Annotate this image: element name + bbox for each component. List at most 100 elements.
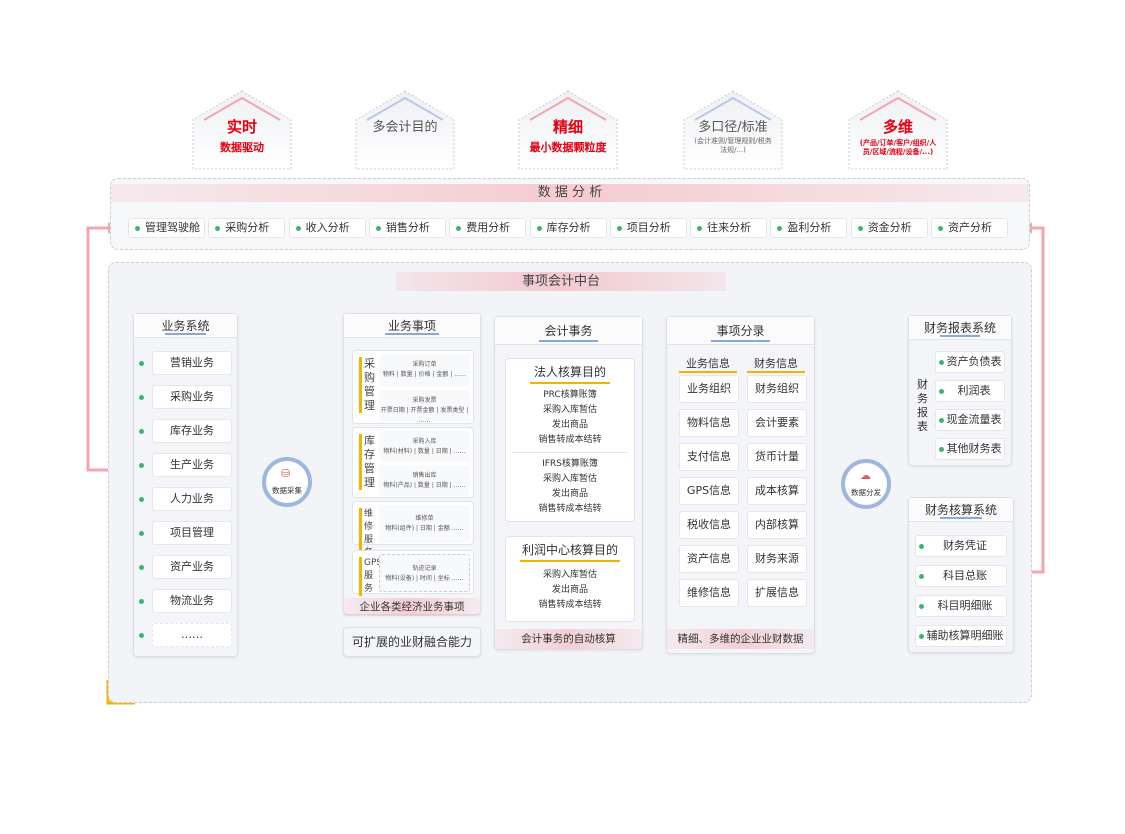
analysis-item[interactable]: 资产分析 — [931, 218, 1008, 238]
accounting-column: 会计事务 法人核算目的 PRC核算账簿采购入库暂估发出商品销售转成本结转 IFR… — [494, 316, 643, 650]
analysis-item-label: 项目分析 — [626, 221, 671, 234]
entry-item-left[interactable]: 资产信息 — [679, 545, 739, 573]
entry-item-left[interactable]: 物料信息 — [679, 409, 739, 437]
event-group-label: 采购管理 — [359, 357, 375, 413]
bullet-icon — [939, 418, 944, 423]
event-sub-item[interactable]: 销售出库物料(产品) | 数量 | 日期 | …… — [379, 465, 470, 496]
feature-hexagon: 精细最小数据颗粒度 — [518, 90, 618, 170]
entry-item-right[interactable]: 扩展信息 — [747, 579, 807, 607]
legal-entity-box: 法人核算目的 PRC核算账簿采购入库暂估发出商品销售转成本结转 IFRS核算账簿… — [505, 358, 635, 522]
entry-item-left[interactable]: 维修信息 — [679, 579, 739, 607]
entry-item-right[interactable]: 内部核算 — [747, 511, 807, 539]
data-analysis-title: 数 据 分 析 — [111, 184, 1029, 202]
analysis-item-label: 资金分析 — [867, 221, 912, 234]
event-name: 采购入库 — [412, 437, 437, 445]
analysis-item[interactable]: 管理驾驶舱 — [128, 218, 205, 238]
business-system-item[interactable]: 物流业务 — [152, 589, 232, 613]
bullet-icon — [939, 447, 944, 452]
event-name: 维修单 — [415, 515, 434, 522]
report-item-label: 科目总账 — [943, 569, 987, 582]
legal-entity-title: 法人核算目的 — [533, 365, 606, 379]
business-system-label: 营销业务 — [170, 356, 214, 369]
analysis-item[interactable]: 往来分析 — [690, 218, 768, 238]
entry-item-right[interactable]: 财务来源 — [747, 545, 807, 573]
accounting-line: 采购入库暂估 — [542, 474, 597, 484]
bullet-icon — [536, 226, 542, 231]
report-item[interactable]: 利润表 — [935, 380, 1005, 402]
analysis-item[interactable]: 资金分析 — [850, 218, 928, 238]
report-item[interactable]: 财务凭证 — [915, 535, 1007, 557]
analysis-item[interactable]: 项目分析 — [609, 218, 687, 238]
event-sub-item[interactable]: 维修单物料(组件) | 日期 | 金额 …… — [379, 505, 470, 543]
business-system-label: 资产业务 — [170, 560, 214, 573]
business-system-item[interactable]: 库存业务 — [152, 419, 232, 443]
analysis-item[interactable]: 盈利分析 — [770, 218, 848, 238]
bullet-icon — [295, 226, 301, 231]
bullet-icon — [939, 360, 944, 365]
cloud-icon: ☁ — [860, 469, 871, 482]
business-system-item[interactable]: 营销业务 — [152, 351, 232, 375]
accounting-title: 会计事务 — [495, 317, 642, 345]
business-system-label: 物流业务 — [170, 594, 214, 607]
report-item[interactable]: 其他财务表 — [935, 438, 1005, 460]
analysis-item[interactable]: 收入分析 — [288, 218, 366, 238]
business-system-label: 库存业务 — [170, 424, 214, 437]
business-system-label: 项目管理 — [170, 526, 214, 539]
profit-center-title: 利润中心核算目的 — [521, 543, 618, 557]
entry-item-right[interactable]: 财务组织 — [747, 375, 807, 403]
business-events-footer: 企业各类经济业务事项 — [344, 598, 480, 616]
event-fields: 物料(产品) | 数量 | 日期 | …… — [383, 481, 466, 489]
analysis-item-label: 往来分析 — [707, 221, 752, 234]
entry-item-right[interactable]: 货币计量 — [747, 443, 807, 471]
analysis-item[interactable]: 采购分析 — [208, 218, 286, 238]
business-system-item[interactable]: …… — [152, 623, 232, 647]
accounting-line: 销售转成本结转 — [538, 600, 602, 610]
report-item[interactable]: 辅助核算明细账 — [915, 625, 1007, 647]
report-item[interactable]: 现金流量表 — [935, 409, 1005, 431]
business-system-item[interactable]: 人力业务 — [152, 487, 232, 511]
business-system-item[interactable]: 生产业务 — [152, 453, 232, 477]
bullet-icon — [919, 574, 924, 579]
platform-title: 事项会计中台 — [396, 272, 726, 291]
report-item[interactable]: 科目明细账 — [915, 595, 1007, 617]
business-system-item[interactable]: 项目管理 — [152, 521, 232, 545]
event-sub-item[interactable]: 采购发票开票日期 | 开票金额 | 发票类型 | …… — [379, 389, 470, 424]
report-item[interactable]: 科目总账 — [915, 565, 1007, 587]
report-item-label: 资产负债表 — [946, 355, 1002, 368]
report-item-label: 利润表 — [957, 384, 991, 397]
entry-item-left[interactable]: 业务组织 — [679, 375, 739, 403]
bullet-icon — [135, 226, 140, 231]
bullet-icon — [139, 531, 144, 536]
event-sub-item[interactable]: 采购入库物料(材料) | 数量 | 日期 | …… — [379, 431, 470, 462]
entry-item-left[interactable]: 支付信息 — [679, 443, 739, 471]
business-system-item[interactable]: 采购业务 — [152, 385, 232, 409]
entry-item-left[interactable]: GPS信息 — [679, 477, 739, 505]
bullet-icon — [919, 544, 924, 549]
event-sub-item[interactable]: 采购订单物料 | 数量 | 价格 | 金额 | …… — [379, 354, 470, 387]
feature-subtitle: (会计准则/管理规则/税务法规/...) — [694, 137, 772, 154]
bullet-icon — [938, 226, 943, 231]
data-distribute-label: 数据分发 — [851, 488, 881, 497]
financial-reports-title: 财务报表系统 — [909, 316, 1011, 340]
report-item[interactable]: 资产负债表 — [935, 351, 1005, 373]
entry-item-right[interactable]: 会计要素 — [747, 409, 807, 437]
bullet-icon — [857, 226, 863, 231]
business-system-item[interactable]: 资产业务 — [152, 555, 232, 579]
entry-item-left[interactable]: 税收信息 — [679, 511, 739, 539]
analysis-item[interactable]: 库存分析 — [529, 218, 607, 238]
entries-footer: 精细、多维的企业业财数据 — [667, 629, 814, 649]
accounting-line: 发出商品 — [551, 489, 588, 499]
accounting-line: IFRS核算账簿 — [542, 459, 598, 469]
database-icon: ⛁ — [281, 467, 291, 480]
feature-hexagon: 实时数据驱动 — [192, 90, 292, 170]
entry-item-right[interactable]: 成本核算 — [747, 477, 807, 505]
bullet-icon — [616, 226, 622, 231]
business-event-group: 库存管理采购入库物料(材料) | 数量 | 日期 | ……销售出库物料(产品) … — [352, 427, 474, 498]
event-sub-item[interactable]: 轨迹记录物料(设备) | 时间 | 坐标 …… — [379, 554, 470, 592]
event-name: 销售出库 — [412, 471, 437, 479]
analysis-item[interactable]: 销售分析 — [368, 218, 446, 238]
analysis-item[interactable]: 费用分析 — [449, 218, 527, 238]
feature-subtitle: 数据驱动 — [220, 141, 264, 154]
analysis-item-label: 收入分析 — [305, 221, 350, 234]
feature-title: 多会计目的 — [372, 120, 438, 135]
